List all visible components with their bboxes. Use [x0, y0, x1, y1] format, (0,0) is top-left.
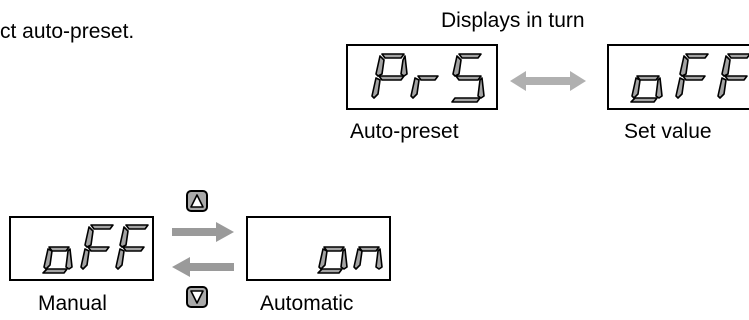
displays-in-turn-caption: Displays in turn [441, 9, 585, 32]
down-triangle-icon [190, 290, 204, 304]
display-text-PrS [371, 53, 485, 103]
display-text-oFF-bottom [42, 224, 149, 274]
instruction-text: ct auto-preset. [0, 20, 135, 43]
set-value-label: Set value [624, 120, 712, 143]
up-triangle-icon [190, 194, 204, 208]
automatic-display [246, 216, 391, 281]
automatic-label: Automatic [260, 292, 354, 315]
left-arrow-icon [172, 257, 234, 277]
display-text-oFF-top [630, 53, 749, 103]
double-arrow-icon [510, 71, 586, 91]
right-arrow-icon [172, 222, 234, 242]
display-text-on [317, 246, 383, 274]
manual-display [9, 216, 154, 281]
auto-preset-label: Auto-preset [350, 120, 459, 143]
auto-preset-display [346, 44, 498, 110]
set-value-display [607, 44, 749, 110]
down-button[interactable] [186, 286, 208, 308]
up-button[interactable] [186, 190, 208, 212]
manual-label: Manual [38, 292, 107, 315]
